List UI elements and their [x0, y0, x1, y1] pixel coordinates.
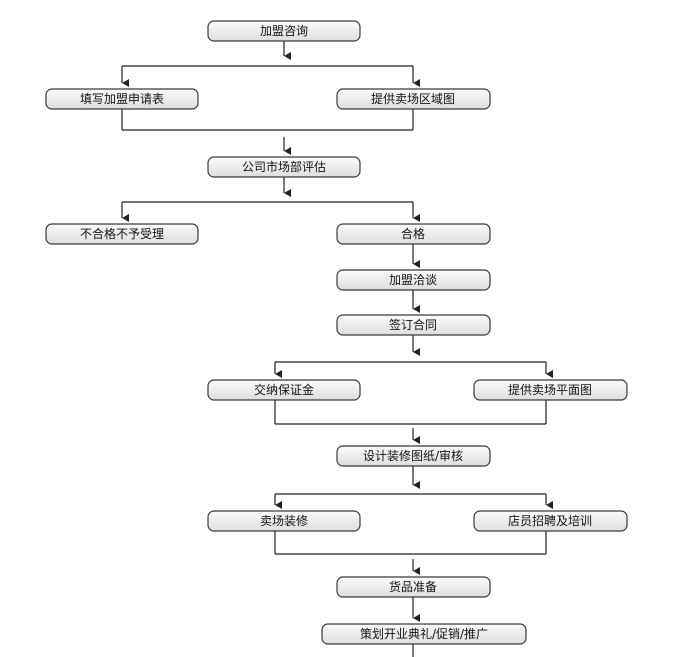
node-label: 提供卖场平面图 — [508, 382, 592, 397]
node-negotiation: 加盟洽谈 — [336, 269, 491, 291]
node-label: 填写加盟申请表 — [80, 92, 164, 106]
node-market-evaluation: 公司市场部评估 — [207, 156, 361, 178]
node-store-renovation: 卖场装修 — [207, 510, 361, 532]
node-fill-application: 填写加盟申请表 — [45, 88, 199, 110]
node-label: 交纳保证金 — [254, 382, 314, 397]
node-label: 策划开业典礼/促销/推广 — [360, 626, 488, 641]
node-franchise-inquiry: 加盟咨询 — [207, 20, 361, 42]
node-label: 公司市场部评估 — [242, 159, 326, 174]
node-goods-prep: 货品准备 — [336, 576, 491, 598]
node-label: 货品准备 — [389, 579, 437, 594]
node-label: 不合格不予受理 — [80, 226, 164, 241]
node-label: 设计装修图纸/审核 — [363, 448, 463, 463]
node-design-review: 设计装修图纸/审核 — [336, 445, 491, 467]
node-staff-hiring: 店员招聘及培训 — [473, 510, 628, 532]
node-rejected: 不合格不予受理 — [45, 223, 199, 245]
node-label: 签订合同 — [389, 317, 437, 332]
node-sign-contract: 签订合同 — [336, 314, 491, 336]
node-opening-promotion: 策划开业典礼/促销/推广 — [321, 623, 527, 645]
node-store-area-map: 提供卖场区域图 — [336, 88, 491, 110]
connector-lines — [121, 41, 553, 657]
node-deposit: 交纳保证金 — [207, 379, 361, 401]
node-label: 合格 — [401, 226, 425, 241]
node-label: 店员招聘及培训 — [508, 513, 592, 528]
node-label: 加盟洽谈 — [389, 273, 437, 287]
node-label: 加盟咨询 — [260, 23, 308, 38]
node-label: 卖场装修 — [260, 513, 308, 528]
node-qualified: 合格 — [336, 223, 491, 245]
node-floor-plan: 提供卖场平面图 — [473, 379, 628, 401]
node-label: 提供卖场区域图 — [371, 91, 455, 106]
